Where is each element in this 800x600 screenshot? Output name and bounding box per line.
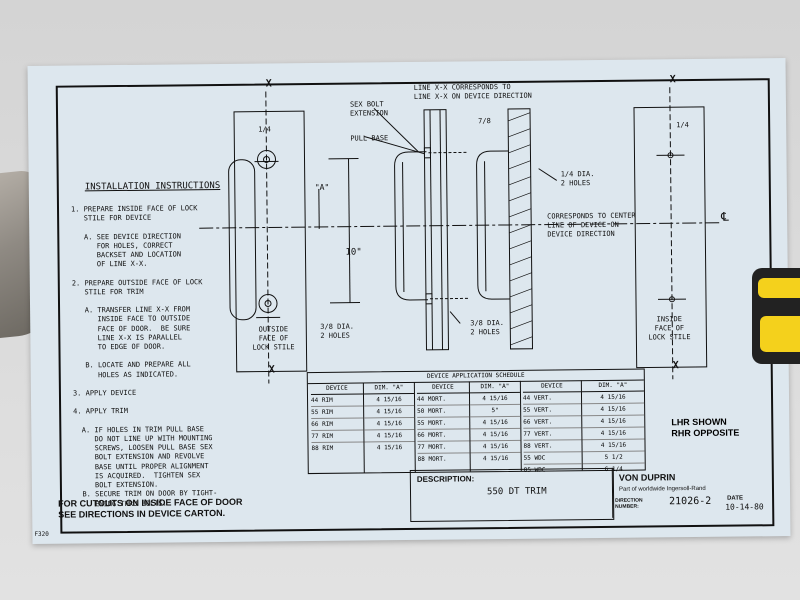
three-eighths-dia-left: 3/8 DIA. 2 HOLES (320, 322, 355, 340)
three-eighths-dia-mid: 3/8 DIA. 2 HOLES (470, 319, 504, 337)
schedule-device-cell: 88 MORT. (417, 455, 447, 463)
schedule-device-cell: 55 MORT. (417, 417, 470, 430)
schedule-device-cell: 66 MORT. (417, 429, 470, 442)
sex-bolt-label: SEX BOLT EXTENSION (349, 100, 389, 118)
schedule-dim-cell: 4 15/16 (470, 440, 521, 454)
x-label-top-left: X (265, 78, 272, 90)
centerline-symbol: ℄ (721, 209, 729, 224)
schedule-dim-cell: 4 15/16 (376, 444, 403, 452)
seven-eighths-label: 7/8 (478, 117, 491, 126)
schedule-device-cell: 66 RIM (311, 418, 364, 432)
ten-inch-label: 10" (345, 247, 362, 258)
schedule-device-cell: 66 VERT. (523, 416, 582, 429)
schedule-device-cell: 55 VERT. (523, 404, 582, 417)
schedule-dim-cell: 5 1/2 (582, 451, 645, 465)
schedule-dim-cell: 4 15/16 (364, 405, 415, 419)
schedule-dim-cell: 4 15/16 (364, 429, 415, 443)
schedule-dim-cell: 4 15/16 (581, 391, 645, 405)
schedule-device-cell: 77 VERT. (523, 428, 582, 441)
schedule-device-cell: 44 VERT. (522, 392, 582, 405)
x-label-bottom-right: X (672, 360, 679, 372)
inside-face-label: INSIDE FACE OF LOCK STILE (648, 315, 691, 342)
schedule-device-cell: 44 MORT. (416, 393, 470, 406)
schedule-device-cell: 88 RIM (311, 444, 334, 453)
schedule-dim-cell: 4 15/16 (470, 416, 521, 430)
dim-a-label: "A" (314, 182, 330, 192)
x-label-top-right: X (669, 74, 676, 86)
direction-label: DIRECTION NUMBER: (615, 497, 643, 510)
quarter-dia-label: 1/4 DIA. 2 HOLES (560, 170, 595, 188)
schedule-device-cell: 77 RIM (311, 430, 364, 444)
schedule-device-cell: 55 RIM (311, 406, 364, 420)
schedule-dim-cell: 4 15/16 (364, 417, 415, 431)
description-box: DESCRIPTION: 550 DT TRIM (409, 467, 615, 522)
schedule-dim-cell: 4 15/16 (582, 415, 645, 429)
date-value: 10-14-80 (725, 502, 764, 512)
line-xx-note: LINE X-X CORRESPONDS TO LINE X-X ON DEVI… (413, 82, 532, 101)
x-label-bottom-left: X (268, 364, 275, 376)
schedule-dim-cell: 4 15/16 (582, 427, 645, 441)
schedule-dim-cell: 5" (470, 404, 521, 418)
schedule-dim-cell: 4 15/16 (470, 428, 521, 442)
brand-name: VON DUPRIN (618, 472, 676, 483)
corresponds-center-note: CORRESPONDS TO CENTER LINE OF DEVICE ON … (547, 211, 636, 239)
schedule-dim-cell: 4 15/16 (582, 403, 645, 417)
schedule-dim-cell: 4 15/16 (469, 392, 521, 406)
schedule-device-cell: 44 RIM (310, 394, 364, 408)
schedule-device-cell: 88 VERT. (523, 440, 582, 453)
quarter-label-left: 1/4 (258, 125, 271, 134)
schedule-dim-cell: 4 15/16 (482, 454, 509, 463)
direction-number: 21026-2 (669, 495, 712, 508)
schedule-device-cell: 77 MORT. (417, 441, 470, 454)
title-block: VON DUPRIN Part of worldwide Ingersoll-R… (611, 466, 770, 518)
drawing-figures (199, 87, 720, 384)
outside-face-label: OUTSIDE FACE OF LOCK STILE (252, 325, 295, 352)
schedule-device-cell: 50 MORT. (417, 405, 470, 418)
quarter-label-right: 1/4 (676, 121, 689, 130)
tape-measure (752, 268, 800, 364)
pull-base-label: PULL BASE (350, 134, 389, 143)
schedule-dim-cell: 4 15/16 (363, 393, 415, 407)
description-value: 550 DT TRIM (486, 486, 547, 498)
drawing-sheet: INSTALLATION INSTRUCTIONS 1. PREPARE INS… (27, 58, 791, 544)
description-label: DESCRIPTION: (416, 474, 475, 484)
schedule-dim-cell: 4 15/16 (582, 439, 645, 453)
brand-subtitle: Part of worldwide Ingersoll-Rand (618, 485, 706, 493)
schedule-device-cell: 55 WDC (523, 452, 582, 465)
